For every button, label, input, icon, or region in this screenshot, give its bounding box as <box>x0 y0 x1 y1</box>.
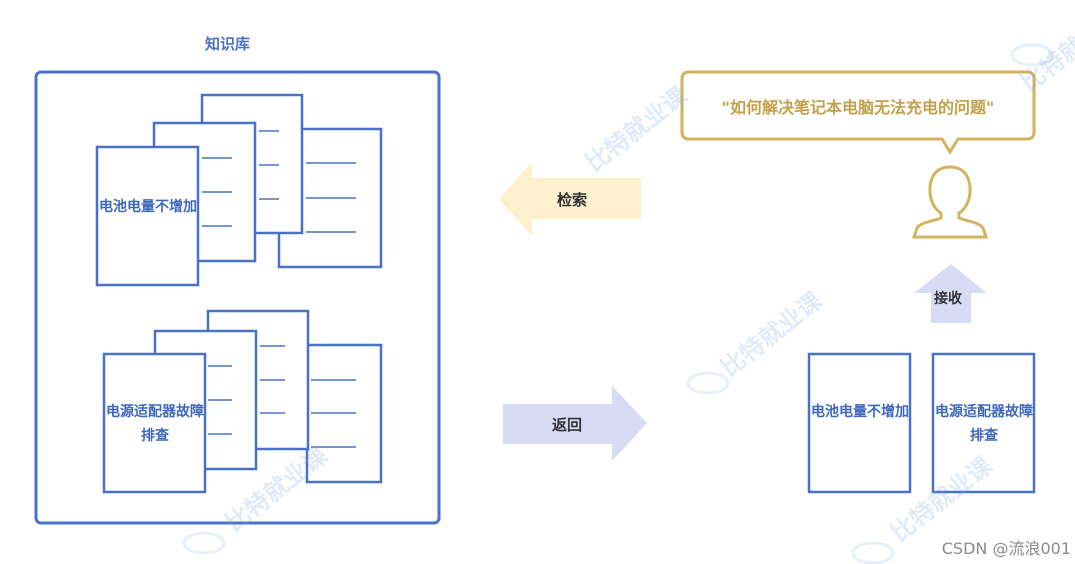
query-bubble <box>680 70 1036 155</box>
result-doc-2 <box>931 352 1036 494</box>
return-arrow <box>503 386 647 461</box>
result-doc-2-label: 电源适配器故障排查 <box>935 404 1033 444</box>
retrieve-arrow <box>499 162 641 236</box>
knowledge-base-title: 知识库 <box>205 35 251 53</box>
user-query: "如何解决笔记本电脑无法充电的问题" <box>721 97 995 117</box>
receive-label: 接收 <box>934 291 962 307</box>
doc-group-1-label: 电池电量不增加 <box>99 199 197 215</box>
result-doc-1 <box>807 352 912 494</box>
knowledge-base-container <box>34 70 441 525</box>
doc-lines <box>202 130 356 233</box>
doc-group-2-label: 电源适配器故障排查 <box>106 404 204 444</box>
doc-lines <box>208 345 356 448</box>
watermark-logos <box>182 43 1054 564</box>
result-doc-1-label: 电池电量不增加 <box>811 404 909 420</box>
csdn-signature: CSDN @流浪001 <box>941 539 1071 558</box>
receive-arrow <box>914 264 987 323</box>
doc-page-front <box>95 145 200 287</box>
doc-stack-1 <box>95 93 383 287</box>
doc-stack-2 <box>102 309 383 494</box>
user-icon <box>911 165 989 239</box>
doc-page-front <box>102 352 207 494</box>
return-label: 返回 <box>552 416 583 434</box>
retrieve-label: 检索 <box>557 191 588 209</box>
